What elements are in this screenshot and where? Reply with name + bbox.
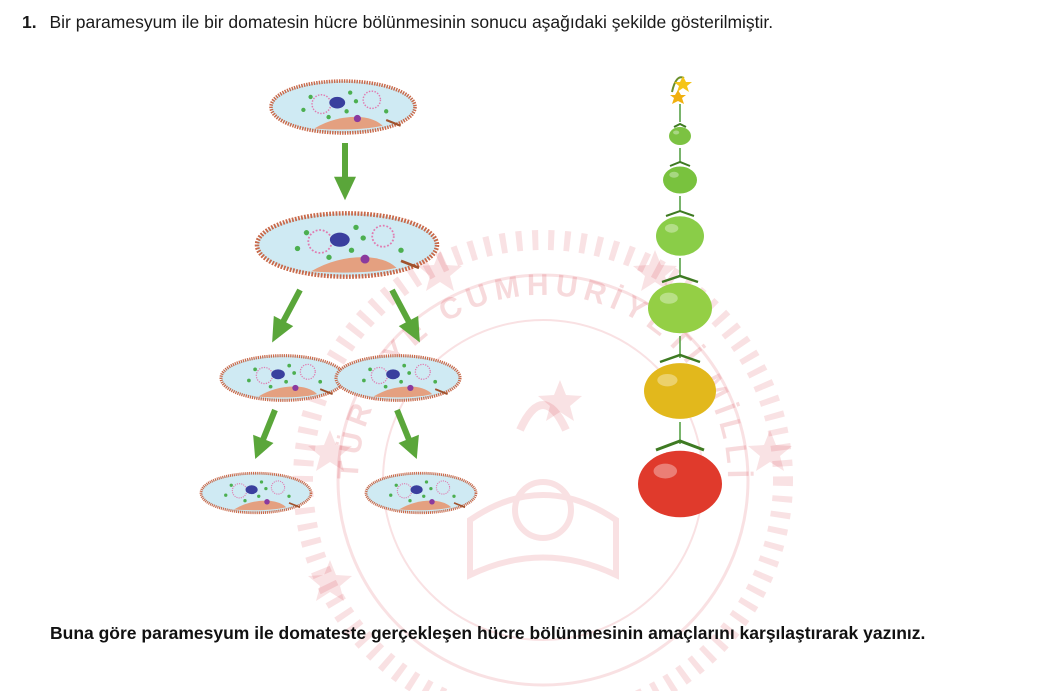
- arrow-down-1: [334, 143, 356, 201]
- tomato-stage-5: [644, 353, 716, 419]
- paramecium-cell-1: [269, 79, 417, 135]
- arrow-left-branch-1: [262, 284, 310, 348]
- tomato-flower: [670, 76, 692, 122]
- arrow-right-branch-2: [386, 405, 427, 464]
- question-number: 1.: [22, 12, 37, 32]
- tomato-stage-1: [669, 122, 691, 145]
- paramecium-cell-6: [364, 471, 478, 515]
- tomato-stage-3: [656, 209, 704, 256]
- question-text: Bir paramesyum ile bir domatesin hücre b…: [49, 12, 774, 32]
- question: 1. Bir paramesyum ile bir domatesin hücr…: [22, 11, 773, 33]
- question-prompt: Buna göre paramesyum ile domateste gerçe…: [50, 623, 926, 643]
- paramecium-cell-2: [257, 213, 437, 276]
- tomato-stage-6: [638, 439, 722, 518]
- arrow-left-branch-2: [245, 405, 286, 464]
- tomato-stage-2: [663, 160, 697, 194]
- paramecium-cell-3: [219, 354, 347, 402]
- tomato-stage-4: [648, 274, 712, 334]
- paramecium-cell-5: [199, 471, 313, 515]
- paramecium-cell-4: [334, 354, 462, 402]
- arrow-right-branch-1: [382, 284, 430, 348]
